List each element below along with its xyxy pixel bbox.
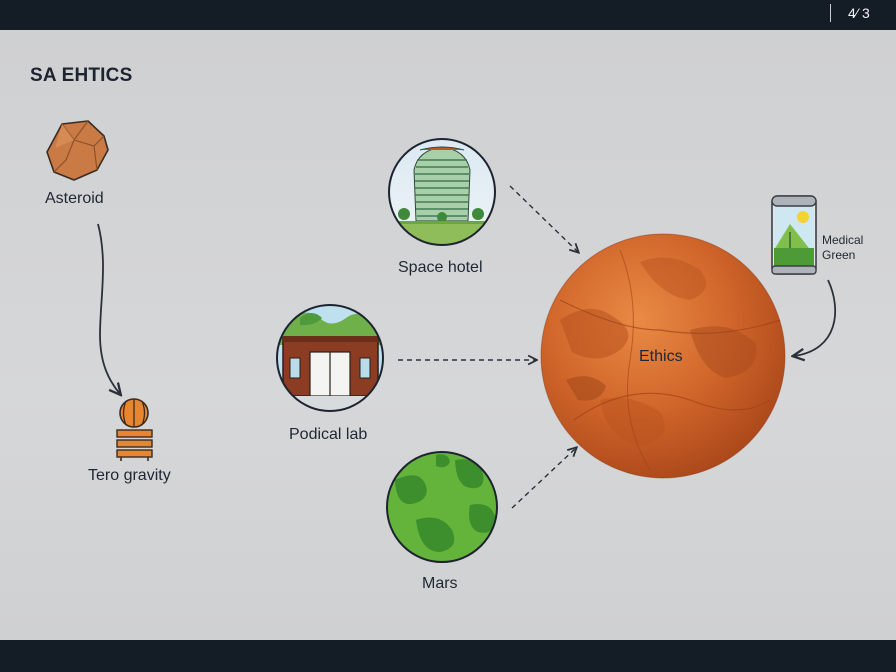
arrow-mars-to-ethics bbox=[511, 448, 576, 509]
label-space-hotel: Space hotel bbox=[398, 259, 483, 276]
bottom-bar bbox=[0, 640, 896, 672]
label-ethics-center: Ethics bbox=[639, 348, 683, 365]
label-medical-green: Medical Green bbox=[822, 233, 863, 263]
slide-counter: 4⁄ 3 bbox=[848, 5, 870, 21]
top-bar-divider bbox=[830, 4, 831, 22]
label-medical-green-line2: Green bbox=[822, 248, 856, 262]
top-bar: 4⁄ 3 bbox=[0, 0, 896, 30]
slide-title: SA EHTICS bbox=[30, 65, 133, 86]
bench-icon bbox=[116, 429, 153, 461]
arrow-medical-green-to-ethics bbox=[794, 279, 836, 356]
globe-icon bbox=[386, 451, 498, 563]
label-asteroid: Asteroid bbox=[45, 190, 104, 207]
arrow-asteroid-to-gravity bbox=[97, 223, 120, 394]
rock-icon bbox=[46, 120, 109, 181]
label-medical-lab: Podical lab bbox=[289, 426, 368, 443]
label-mars: Mars bbox=[422, 575, 458, 592]
ball-icon bbox=[119, 398, 149, 428]
label-zero-gravity: Tero gravity bbox=[88, 467, 171, 484]
arrow-hotel-to-ethics bbox=[509, 185, 578, 252]
label-medical-green-line1: Medical bbox=[822, 233, 864, 247]
lab-building-icon bbox=[276, 304, 384, 412]
planet-icon bbox=[540, 233, 786, 479]
building-icon bbox=[388, 138, 496, 246]
canister-icon bbox=[771, 195, 817, 275]
